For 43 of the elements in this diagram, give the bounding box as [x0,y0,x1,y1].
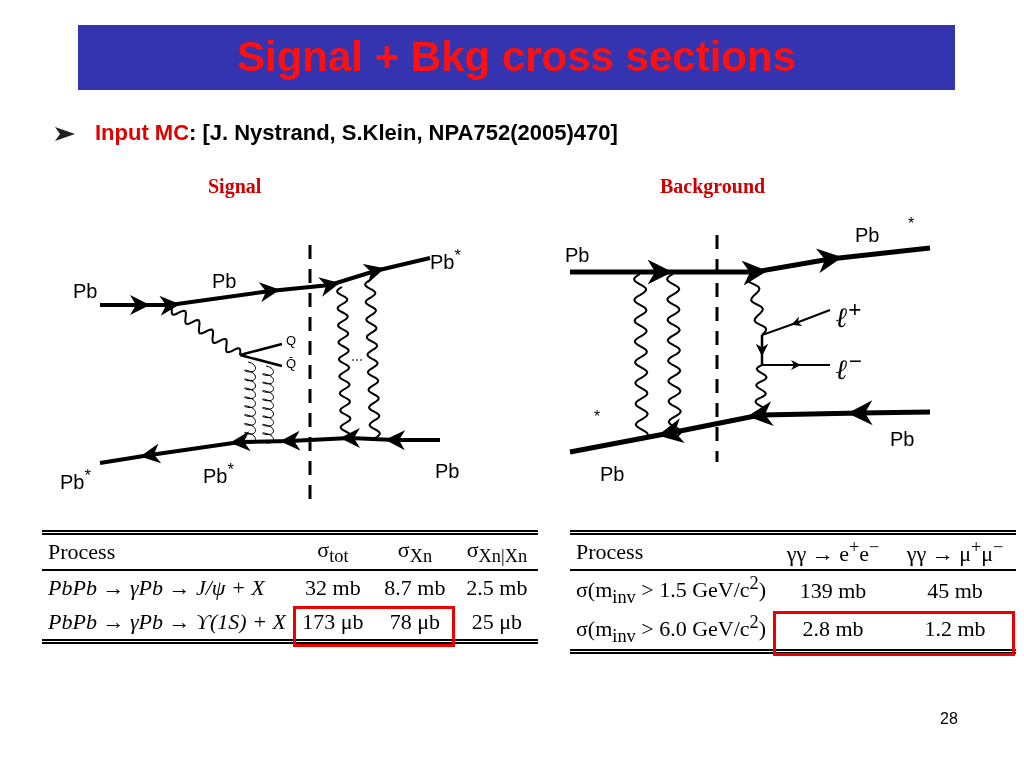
particle-label: Pb [212,270,237,293]
particle-label: Pb$^{*}$ [430,246,461,274]
particle-label: Q̄ [286,356,297,371]
table-cell: 2.5 mb [455,570,538,606]
diagram-heading: Signal [208,175,262,198]
table-cell: 45 mb [894,570,1017,611]
table-cell: 139 mb [772,570,895,611]
table-cell: σ(m$_{inv}$ > 6.0 GeV/c$^{2}$) [570,610,773,652]
table-cell: 32 mb [291,570,374,606]
particle-label: Pb [73,280,98,303]
particle-label: Pb [855,224,880,247]
diagram-heading: Background [660,175,766,198]
slide-title: Signal + Bkg cross sections [237,33,796,81]
table-cell: PbPb → γPb → ϒ(1S) + X [42,605,292,642]
page-number: 28 [940,710,958,728]
particle-label: Pb [565,244,590,267]
header-cell: σ$_{Xn}$ [373,532,456,571]
table-cell: 78 μb [373,605,456,642]
table-cell: 2.8 mb [772,610,895,652]
header-cell: γγ → e$^{+}$e$^{−}$ [772,532,895,571]
particle-label: Pb [435,460,460,483]
header-cell: Process [42,532,292,571]
particle-label: Pb [600,463,625,486]
header-cell: γγ → μ$^{+}$μ$^{−}$ [894,532,1017,571]
bullet-text: Input MC [95,120,190,146]
table-cell: 8.7 mb [373,570,456,606]
header-cell: σ$_{tot}$ [291,532,374,571]
header-cell: σ$_{Xn|Xn}$ [455,532,538,571]
table-cell: 25 μb [455,605,538,642]
table-cell: 1.2 mb [894,610,1017,652]
table-cell: 173 μb [291,605,374,642]
particle-label: ℓ$^{+}$ [836,296,862,335]
header-cell: Process [570,532,773,571]
table-cell: σ(m$_{inv}$ > 1.5 GeV/c$^{2}$) [570,570,773,611]
particle-label: Q [286,333,297,348]
particle-label: Pb [890,428,915,451]
particle-label: Pb$^{*}$ [203,460,234,488]
particle-label: ℓ$^{−}$ [836,348,863,387]
asterisk-mark: * [594,408,601,426]
table-cell: PbPb → γPb → J/ψ + X [42,570,292,606]
particle-label: Pb$^{*}$ [60,466,91,494]
asterisk-mark: * [908,215,915,233]
bullet-text: : [J. Nystrand, S.Klein, NPA752(2005)470] [189,120,618,146]
